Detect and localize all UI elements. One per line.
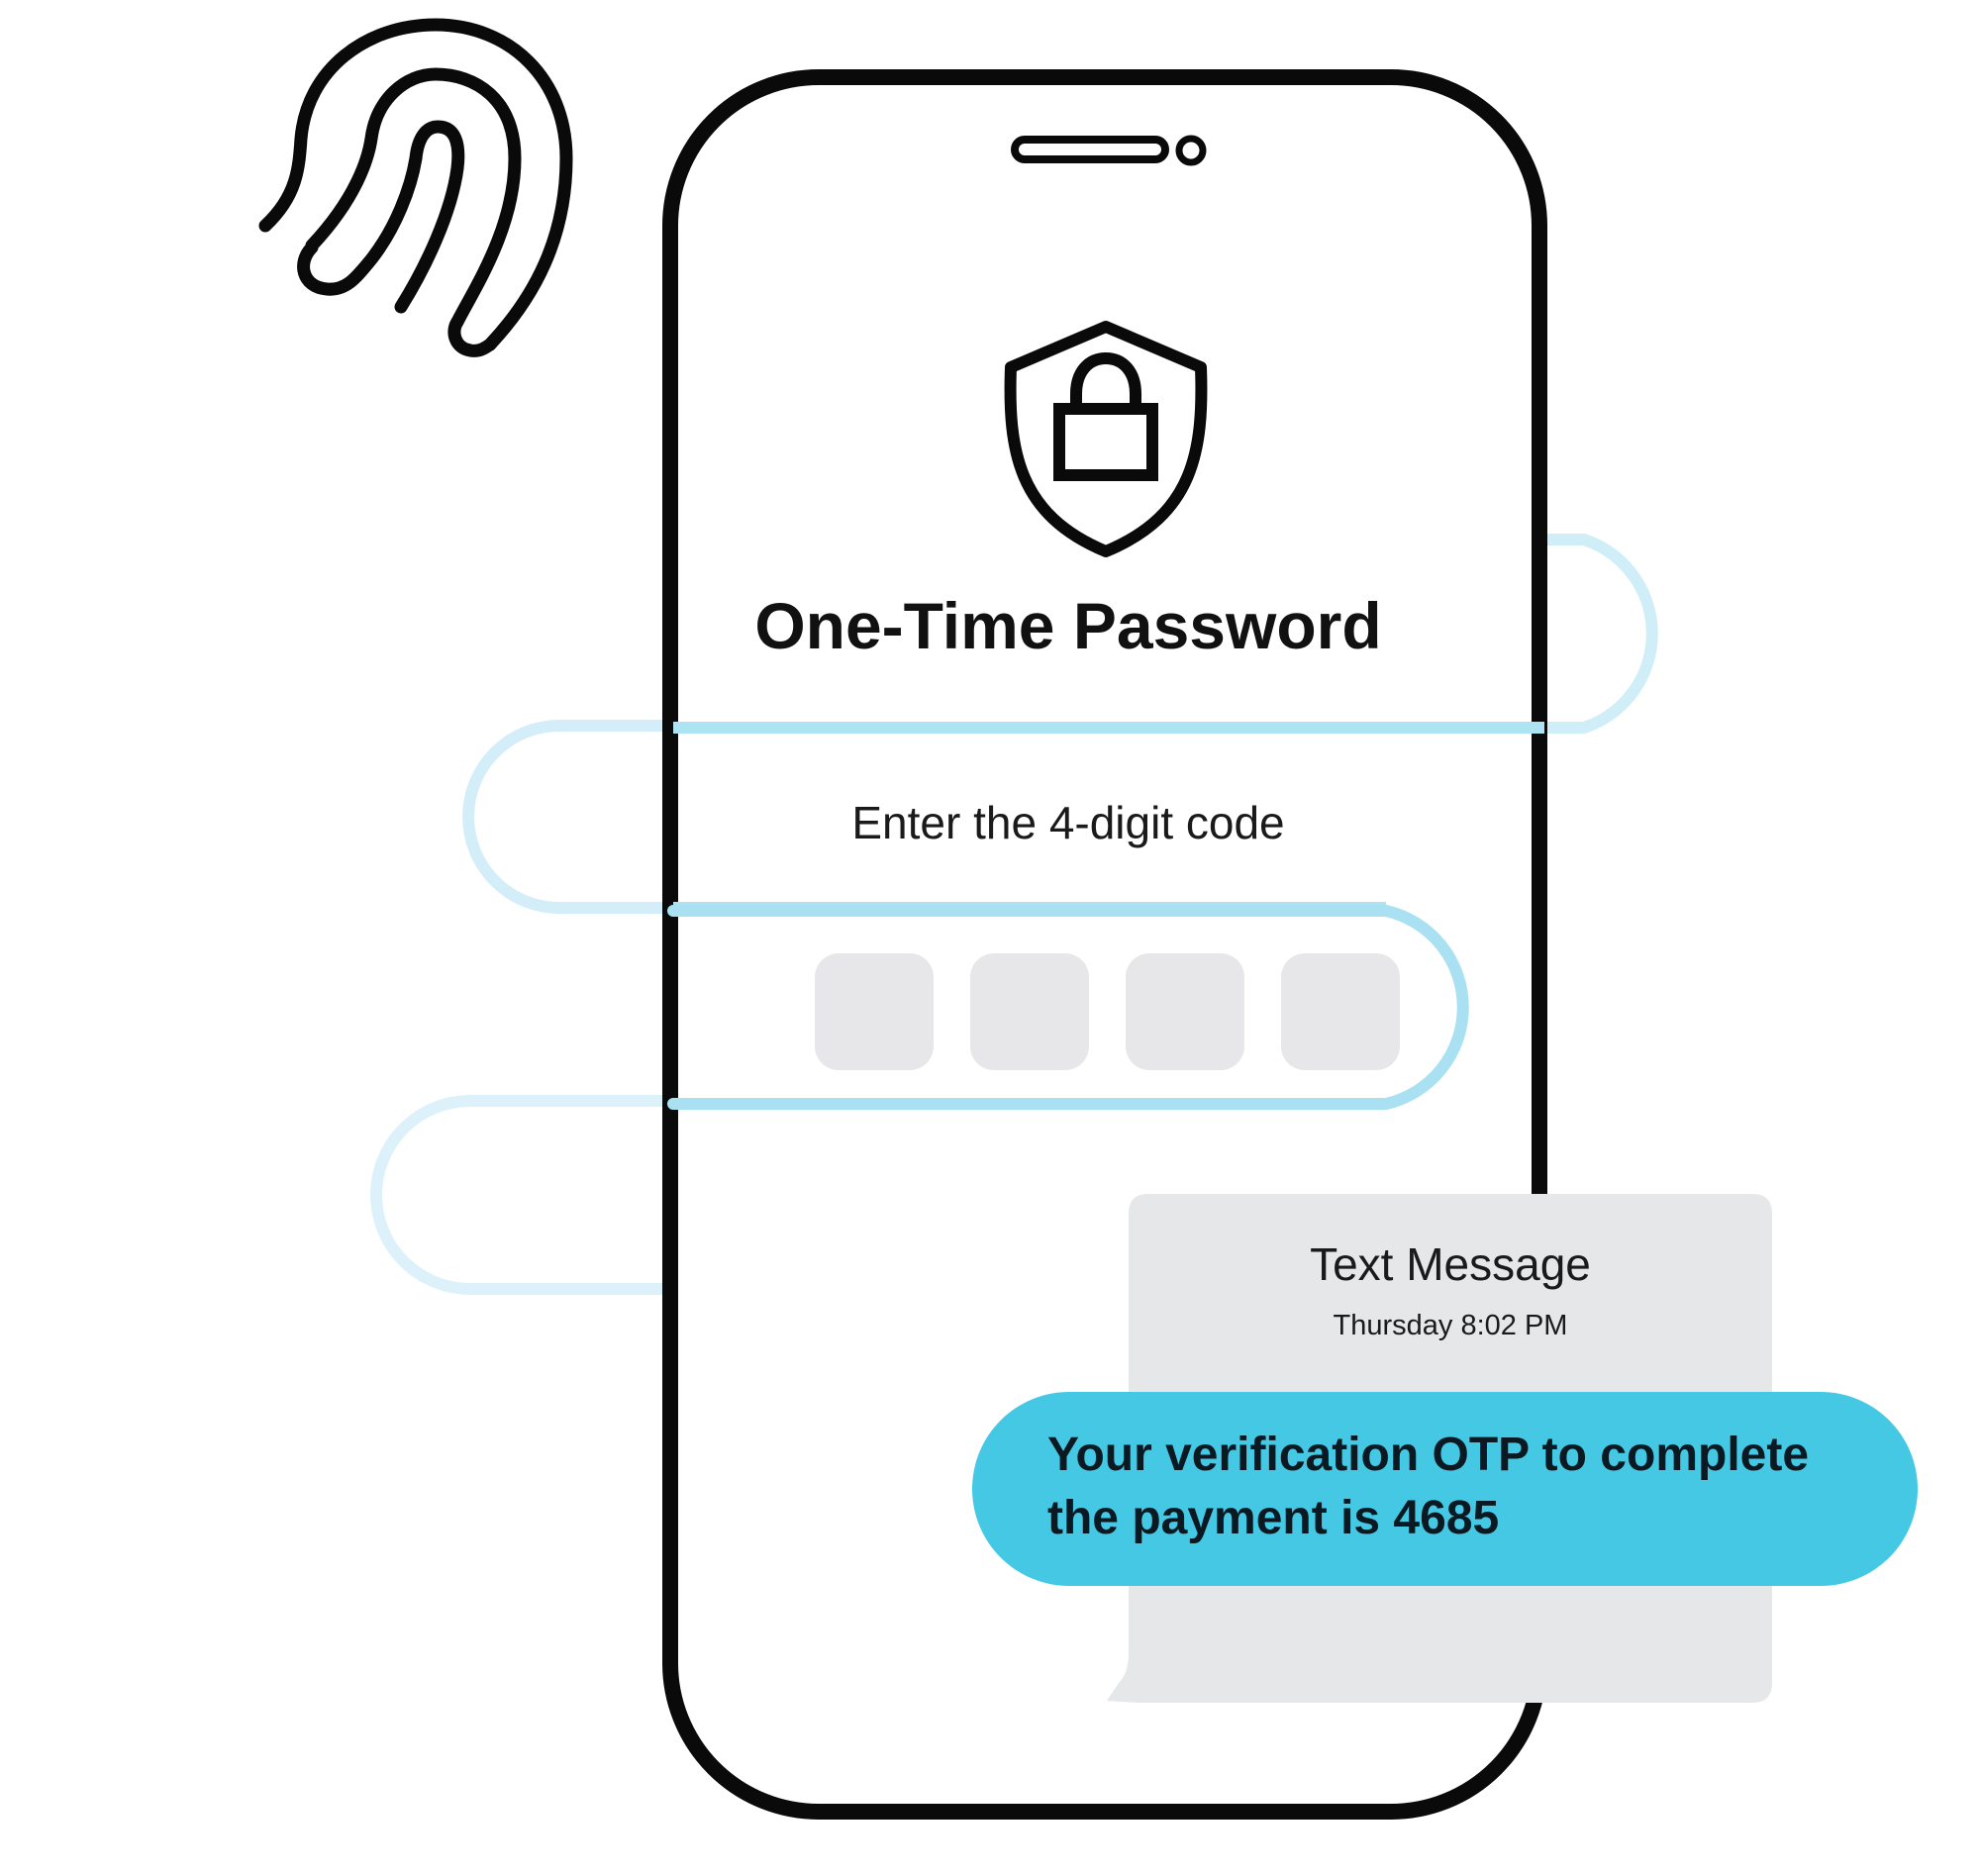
message-line-2: the payment is 4685 [1047, 1492, 1500, 1544]
message-body: Your verification OTP to complete the pa… [1047, 1424, 1899, 1550]
speaker-grille [1011, 136, 1169, 163]
message-bubble [972, 1392, 1918, 1586]
code-digit-4-input[interactable] [1281, 953, 1400, 1070]
code-digit-1-input[interactable] [815, 953, 934, 1070]
text-message-header: Text Message [1310, 1238, 1591, 1290]
code-digit-2-input[interactable] [970, 953, 1089, 1070]
text-message-timestamp: Thursday 8:02 PM [1333, 1310, 1568, 1341]
page-title: One-Time Password [754, 589, 1382, 662]
instruction-text: Enter the 4-digit code [851, 797, 1285, 848]
code-digit-3-input[interactable] [1126, 953, 1244, 1070]
camera-dot [1175, 135, 1207, 166]
message-line-1: Your verification OTP to complete [1047, 1429, 1810, 1481]
